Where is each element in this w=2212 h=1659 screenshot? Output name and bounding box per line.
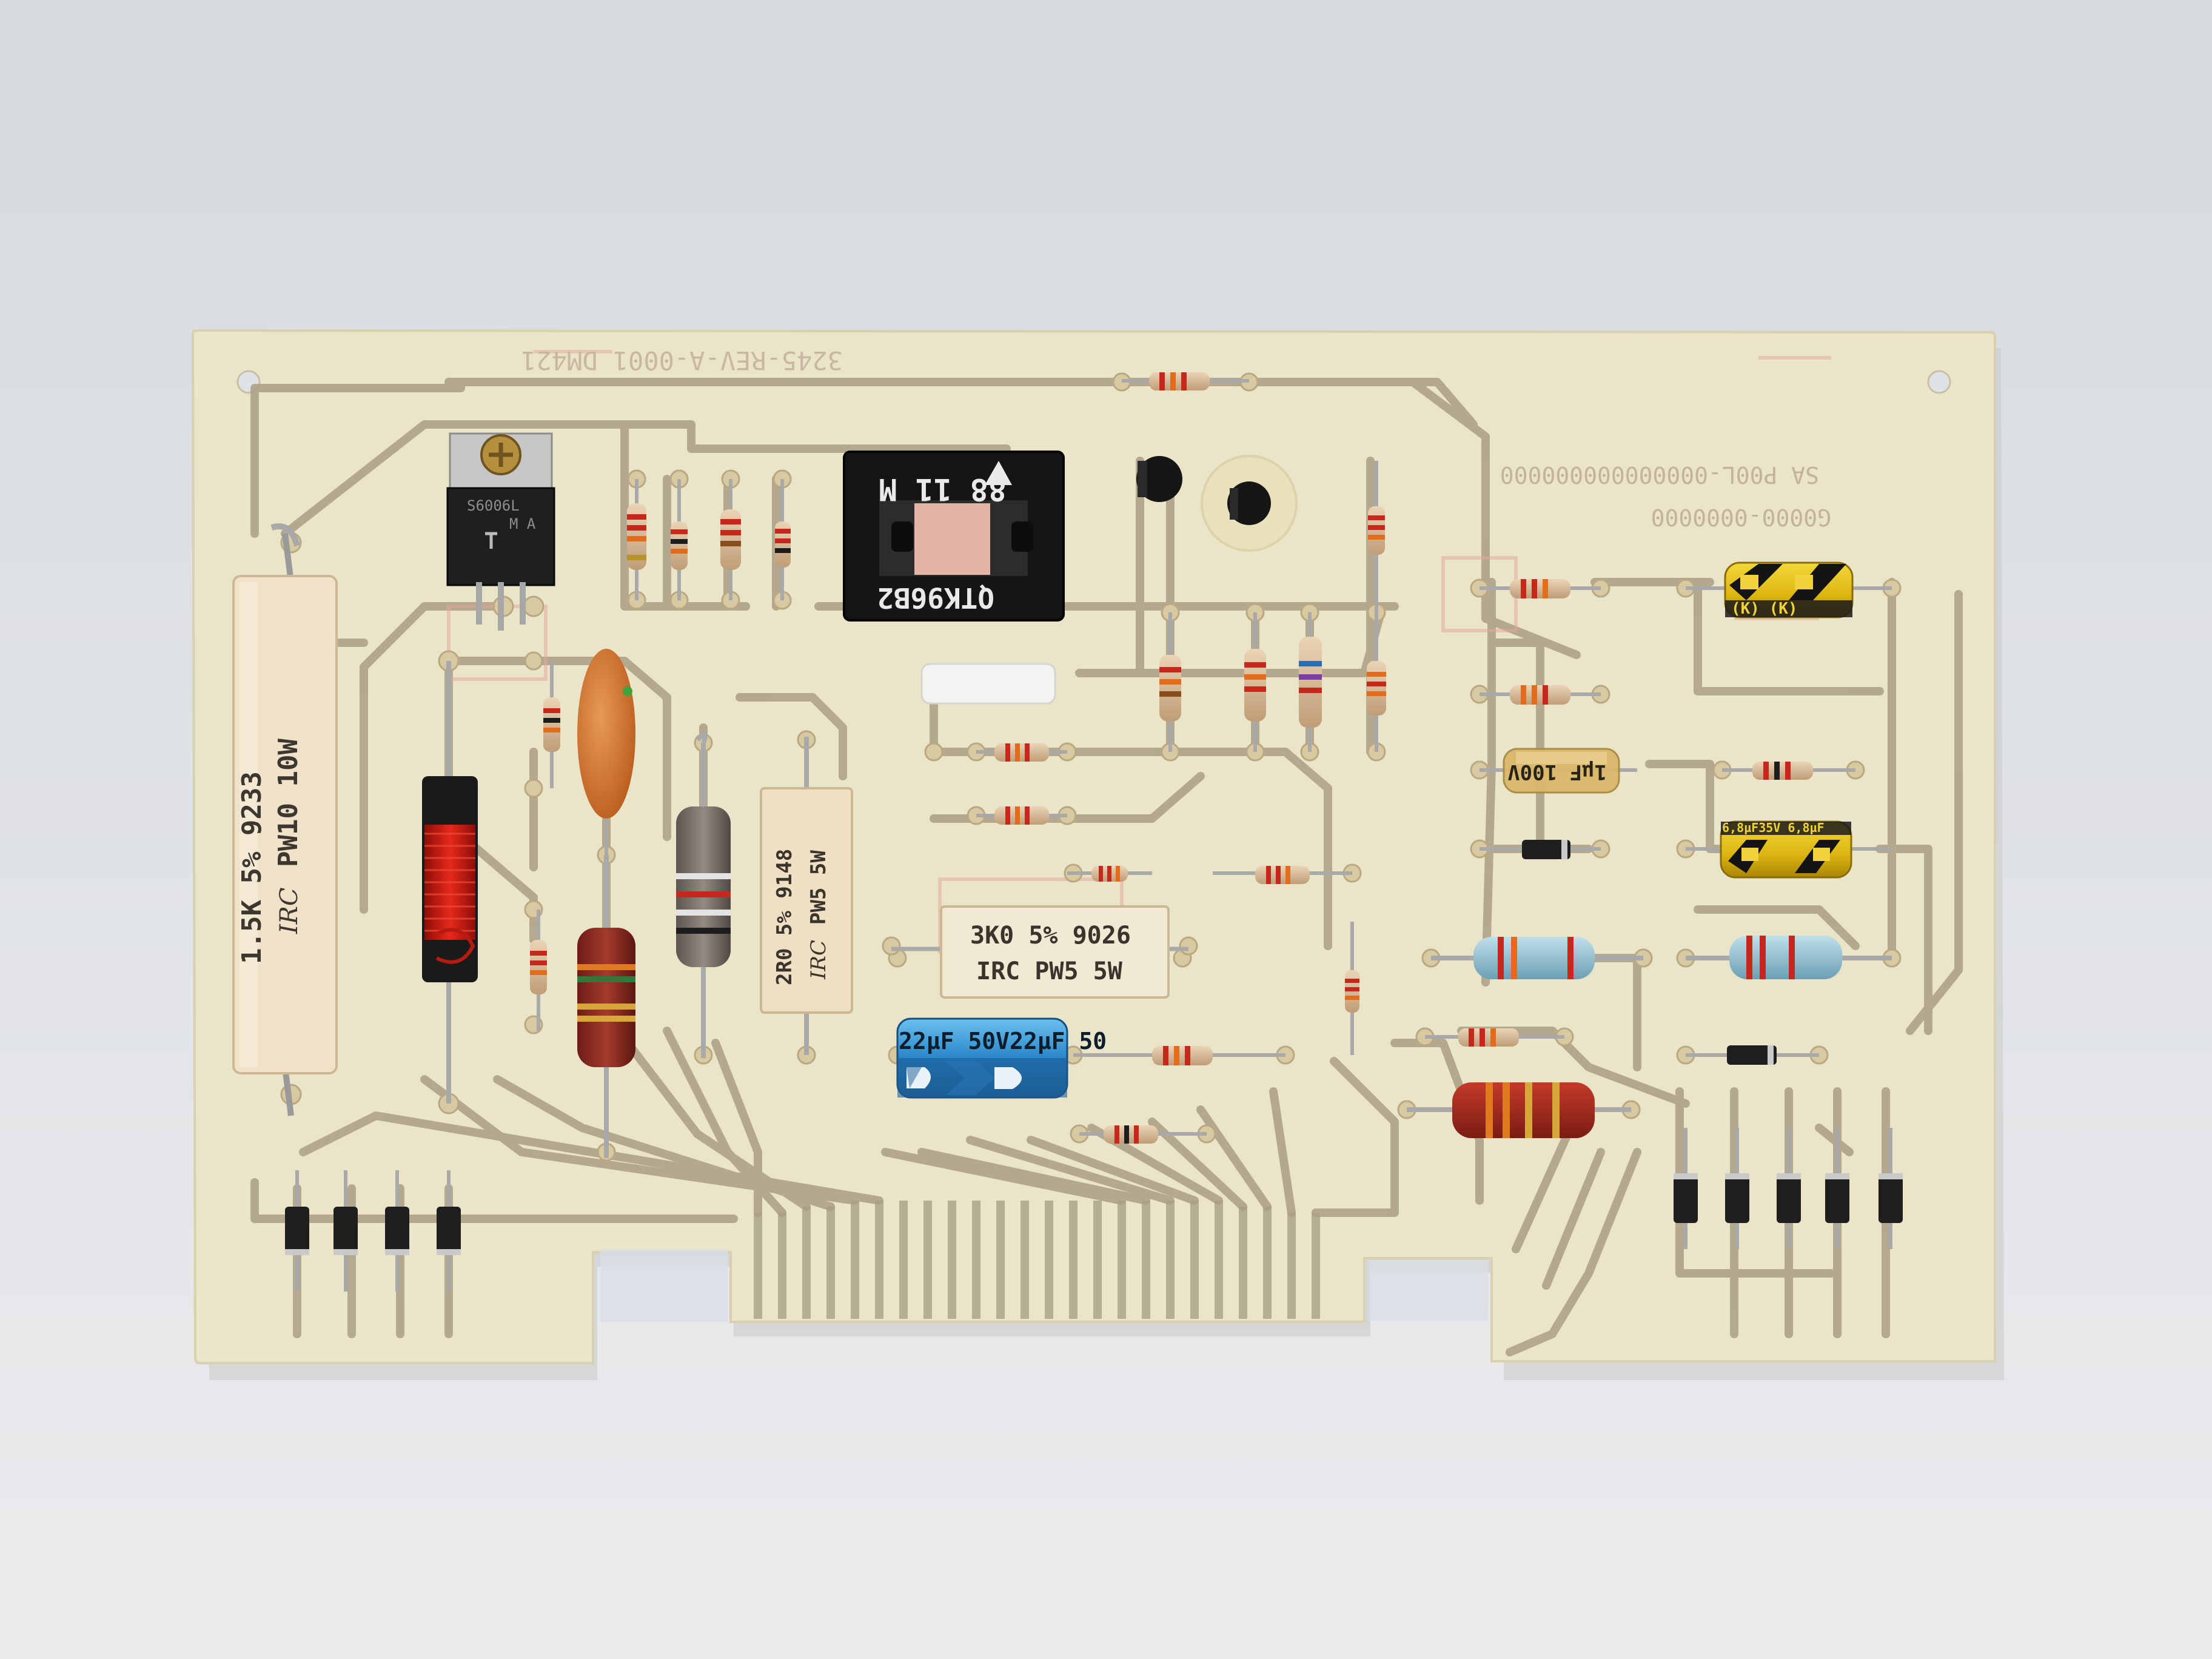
regulator-logo-icon <box>485 532 497 549</box>
blue-capacitor-text: 22µF 50V22µF 50 <box>899 1028 1107 1054</box>
relay-top-text: 88 11 M <box>879 472 1007 507</box>
film-capacitor <box>1480 748 1637 794</box>
yellow-capacitor-top <box>1686 561 1892 618</box>
resistor-r1 <box>627 479 646 600</box>
resistor-r4 <box>775 479 791 600</box>
transistor-q1 <box>1136 456 1182 502</box>
ceramic-capacitor <box>577 649 635 855</box>
ceramic-block <box>920 663 1056 705</box>
power-resistor-2r0-line1: 2R0 5% 9148 <box>773 849 797 985</box>
resistor-maroon <box>577 855 635 1158</box>
yellow-capacitor-top-text: (K) (K) <box>1731 600 1798 618</box>
resistor-right-2 <box>1480 685 1601 705</box>
board-label-top: 3245-REV-A-0001 DM421 <box>521 346 843 375</box>
resistor-h2 <box>976 806 1067 825</box>
diode-right-2 <box>1686 1045 1819 1065</box>
diode-row-left <box>285 1170 461 1292</box>
resistor-grey <box>676 732 731 1058</box>
transistor-q2 <box>1201 455 1298 552</box>
film-capacitor-text: 1µF 100V <box>1507 760 1607 784</box>
board-label-right-2: G0000-0000000 <box>1651 504 1831 531</box>
power-resistor-2r0-line2: PW5 5W <box>806 850 831 925</box>
board-label-right: SA P00L-000000000000000 <box>1500 461 1819 488</box>
power-resistor-3k0 <box>891 905 1188 999</box>
power-resistor-10w-line2: PW10 10W <box>273 739 304 867</box>
resistor-red-large <box>1407 1082 1631 1138</box>
resistor-vert-a <box>1159 612 1181 752</box>
relay-bottom-text: QTK96B2 <box>877 581 994 614</box>
resistor-right-1 <box>1480 579 1601 598</box>
resistor-vert-d <box>1367 461 1386 752</box>
resistor-h3 <box>1067 866 1152 882</box>
resistor-left-b <box>530 910 547 1031</box>
irc-logo-mid: IRC <box>806 940 831 980</box>
irc-logo-left: IRC <box>275 887 303 934</box>
relay <box>843 451 1065 622</box>
diode-right-1 <box>1480 840 1601 859</box>
stand-left <box>600 1249 728 1322</box>
resistor-r2 <box>671 479 688 600</box>
blue-resistor-right <box>1686 936 1892 979</box>
resistor-left-a <box>543 661 560 788</box>
stand-right <box>1369 1260 1488 1321</box>
yellow-capacitor-mid-text: 6,8µF35V 6,8µF <box>1722 820 1825 835</box>
resistor-vert-e <box>1345 922 1359 1055</box>
resistor-top-horizontal <box>1122 372 1249 390</box>
resistor-h4 <box>1213 866 1352 884</box>
resistor-right-3 <box>1722 762 1855 780</box>
solder-pads <box>280 372 1902 1162</box>
power-resistor-10w <box>232 523 338 1116</box>
blue-capacitor <box>896 1017 1068 1099</box>
power-resistor-2r0 <box>760 737 853 1055</box>
resistor-vert-c <box>1299 612 1322 752</box>
resistor-h1 <box>976 743 1067 762</box>
resistor-h5 <box>1073 1046 1285 1065</box>
resistor-h6 <box>1079 1125 1207 1144</box>
relay-logo-icon <box>985 461 1012 485</box>
blue-resistor-left <box>1431 937 1643 979</box>
resistor-vert-b <box>1244 612 1266 752</box>
edge-connector <box>754 1201 1320 1319</box>
diode-row-right <box>1674 1128 1903 1249</box>
yellow-capacitor-mid <box>1686 820 1892 879</box>
regulator-code: S6006L <box>467 497 520 514</box>
power-resistor-3k0-line1: 3K0 5% 9026 <box>970 922 1131 950</box>
resistor-r3 <box>720 479 741 600</box>
regulator-mark: M A <box>509 515 536 532</box>
power-resistor-3k0-line2: IRC PW5 5W <box>976 957 1123 985</box>
mounting-hole-right <box>1927 370 1951 394</box>
power-resistor-10w-line1: 1.5K 5% 9233 <box>236 771 267 964</box>
inductor <box>422 661 478 1104</box>
voltage-regulator <box>446 432 555 631</box>
resistor-right-4 <box>1425 1028 1564 1047</box>
